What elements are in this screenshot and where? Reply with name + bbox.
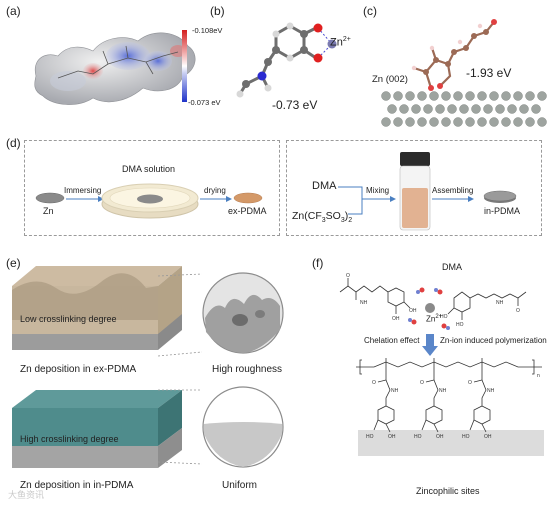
atom-label: HO [462, 434, 470, 440]
polymer-subscript-n: n [537, 373, 540, 379]
panel-label-a: (a) [6, 4, 21, 18]
panel-label-f: (f) [312, 256, 324, 270]
atom-label: HO [366, 434, 374, 440]
binding-energy-b: -0.73 eV [272, 98, 318, 112]
atom-label: O [516, 308, 520, 314]
zn-ion-f: Zn2+ [426, 314, 443, 324]
zn002-label: Zn (002) [372, 74, 408, 85]
in-pdma-process-box [286, 140, 542, 236]
arrow-right-icon [432, 196, 474, 202]
rough-surface-zoom [202, 272, 284, 354]
panel-label-c: (c) [363, 4, 377, 18]
ex-pdma-disk [233, 192, 263, 204]
zn-top-row [381, 91, 547, 101]
atom-label: NH [360, 300, 368, 306]
ex-pdma-deposition-block [12, 266, 182, 350]
atom-label: NH [439, 388, 447, 394]
dma-monomer-label: DMA [442, 262, 462, 272]
panel-label-e: (e) [6, 256, 21, 270]
colorbar [182, 30, 187, 102]
arrow-down-icon [422, 334, 438, 356]
watermark: 大鱼资讯 [8, 490, 45, 500]
high-crosslinking-label: High crosslinking degree [20, 434, 119, 444]
atom-label: HO [440, 314, 448, 320]
atom-label: OH [409, 308, 417, 314]
atom-label: OH [388, 434, 396, 440]
ex-pdma-process-box [24, 140, 280, 236]
colorbar-max-label: -0.108eV [192, 26, 223, 35]
in-pdma-label: in-PDMA [484, 206, 521, 216]
zn-dma-complex-model [236, 22, 337, 98]
in-pdma-disk [483, 190, 517, 203]
drying-label: drying [204, 186, 226, 195]
zn-ion-label: Zn2+ [330, 36, 351, 49]
atom-label: NH [391, 388, 399, 394]
atom-label: O [468, 380, 472, 386]
zoom-guide-lines [157, 389, 203, 465]
ex-pdma-deposition-caption: Zn deposition in ex-PDMA [20, 364, 137, 375]
zn-start-label: Zn [43, 206, 54, 216]
polymerization-label: Zn-ion induced polymerization [440, 336, 547, 345]
panel-label-b: (b) [210, 4, 225, 18]
low-crosslinking-label: Low crosslinking degree [20, 314, 117, 324]
zincophilic-sites-caption: Zincophilic sites [416, 486, 480, 496]
petri-dish-with-solution [101, 183, 199, 219]
zoom-guide-lines [157, 273, 203, 357]
atom-label: OH [484, 434, 492, 440]
immersing-label: Immersing [64, 186, 102, 195]
assembling-label: Assembling [432, 186, 474, 195]
uniform-surface-zoom [202, 386, 284, 468]
esp-surface-image [34, 32, 196, 105]
in-pdma-deposition-caption: Zn deposition in in-PDMA [20, 480, 134, 491]
atom-label: OH [436, 434, 444, 440]
atom-label: O [420, 380, 424, 386]
vial-icon [399, 152, 431, 231]
mixing-label: Mixing [366, 186, 390, 195]
dma-on-zn002-model [381, 19, 547, 127]
chelation-effect-label: Chelation effect [364, 336, 420, 345]
dma-solution-label: DMA solution [122, 164, 176, 174]
pdma-polymer-structure: O O O NH NH NH HO OH HO OH HO OH n [356, 358, 544, 456]
in-pdma-deposition-block [12, 390, 182, 468]
mixing-connector [338, 186, 396, 215]
atom-label: O [346, 273, 350, 279]
zn-foil-disk [35, 192, 65, 204]
uniform-caption: Uniform [222, 480, 258, 491]
dma-reagent-label: DMA [312, 180, 337, 192]
atom-label: HO [414, 434, 422, 440]
high-roughness-caption: High roughness [212, 364, 283, 375]
zinc-triflate-label: Zn(CF3SO3)2 [292, 210, 353, 225]
panel-label-d: (d) [6, 136, 21, 150]
ex-pdma-label: ex-PDMA [228, 206, 267, 216]
atom-label: OH [392, 316, 400, 322]
colorbar-min-label: -0.073 eV [188, 98, 221, 107]
atom-label: O [372, 380, 376, 386]
arrow-right-icon [66, 196, 104, 202]
binding-energy-c: -1.93 eV [466, 66, 512, 80]
dma-monomers-and-zn-ion: O NH OH OH HO HO NH O [339, 273, 527, 330]
atom-label: HO [456, 322, 464, 328]
atom-label: NH [496, 300, 504, 306]
arrow-right-icon [200, 196, 232, 202]
atom-label: NH [487, 388, 495, 394]
